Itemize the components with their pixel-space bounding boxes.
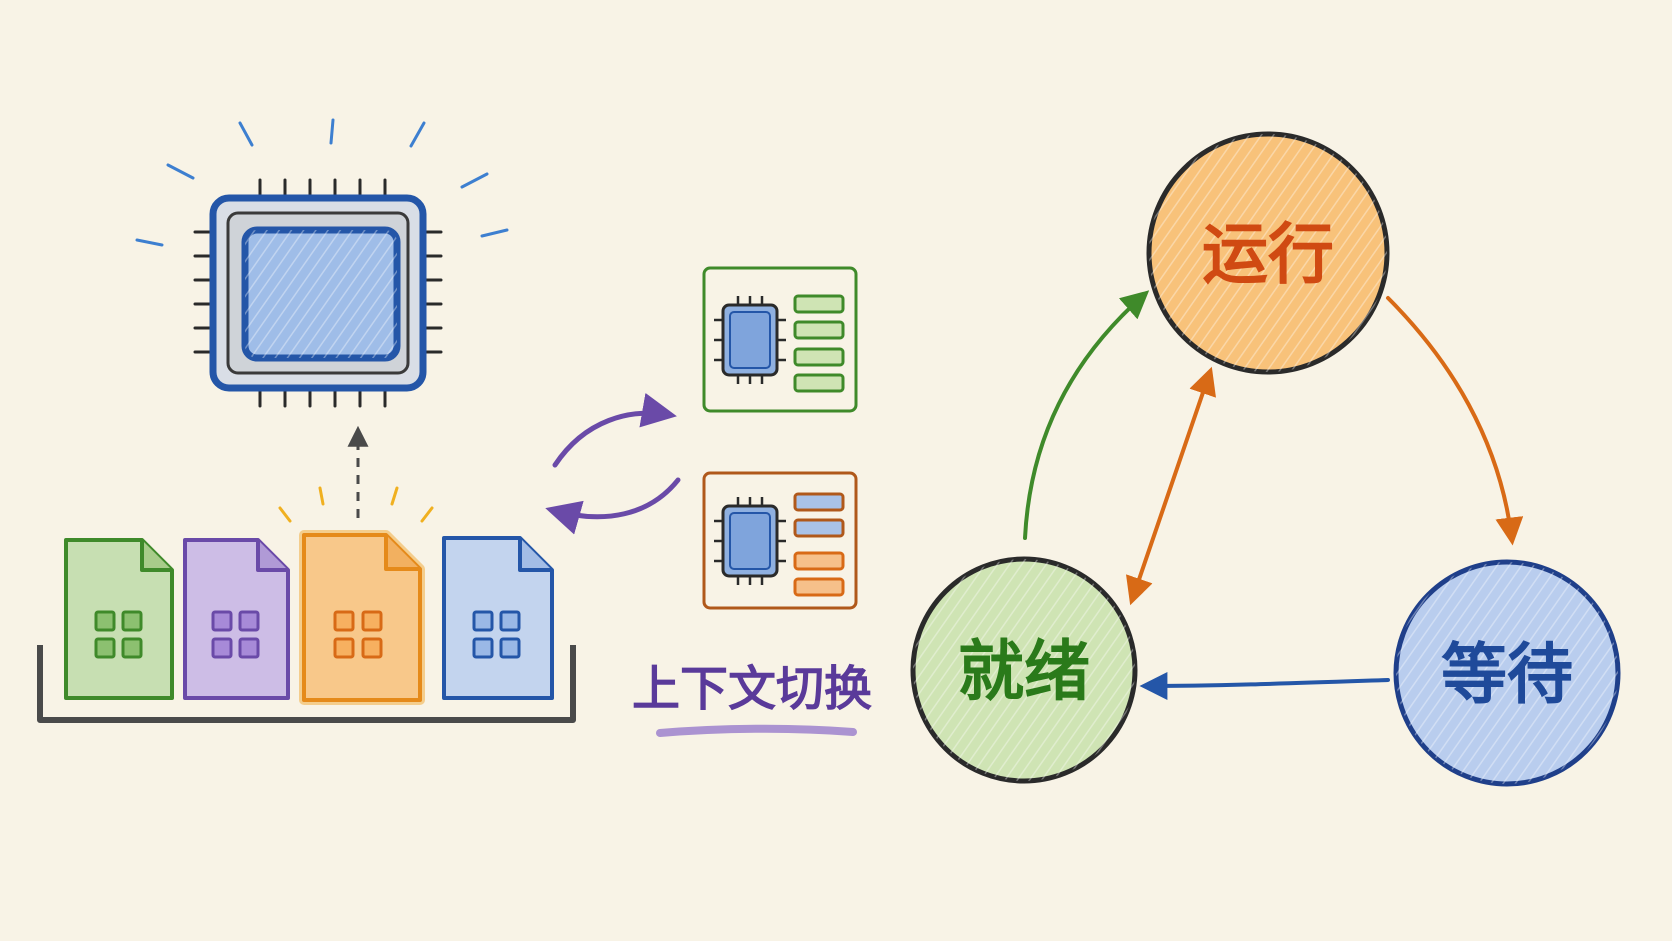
document-icon bbox=[183, 538, 290, 700]
state-running-label: 运行 bbox=[1202, 216, 1334, 293]
process-queue bbox=[37, 530, 576, 723]
running-to-waiting-arrow bbox=[1386, 296, 1524, 546]
document-icon bbox=[442, 536, 554, 700]
ready-to-running-arrow bbox=[1023, 290, 1150, 540]
state-running: 运行 bbox=[1146, 131, 1390, 375]
context-restore-arrow bbox=[545, 477, 681, 535]
cpu-chip-icon bbox=[135, 118, 509, 408]
state-ready-label: 就绪 bbox=[958, 633, 1090, 710]
waiting-to-ready-arrow bbox=[1139, 671, 1390, 700]
document-icon bbox=[299, 530, 425, 705]
context-switch-underline bbox=[656, 724, 857, 737]
context-switch-label: 上下文切换 bbox=[632, 661, 872, 717]
state-waiting: 等待 bbox=[1393, 559, 1621, 787]
state-transitions bbox=[1023, 290, 1524, 700]
document-icon bbox=[64, 538, 174, 700]
register-card-icon bbox=[702, 266, 858, 413]
cpu-glow-rays bbox=[135, 118, 509, 247]
register-card-icon bbox=[702, 471, 858, 610]
state-ready: 就绪 bbox=[910, 556, 1138, 784]
context-save-arrow bbox=[552, 392, 677, 468]
selected-process-glow bbox=[278, 486, 434, 523]
queue-tray bbox=[37, 645, 576, 723]
running-ready-preempt-arrow bbox=[1126, 366, 1216, 606]
state-waiting-label: 等待 bbox=[1441, 636, 1573, 713]
